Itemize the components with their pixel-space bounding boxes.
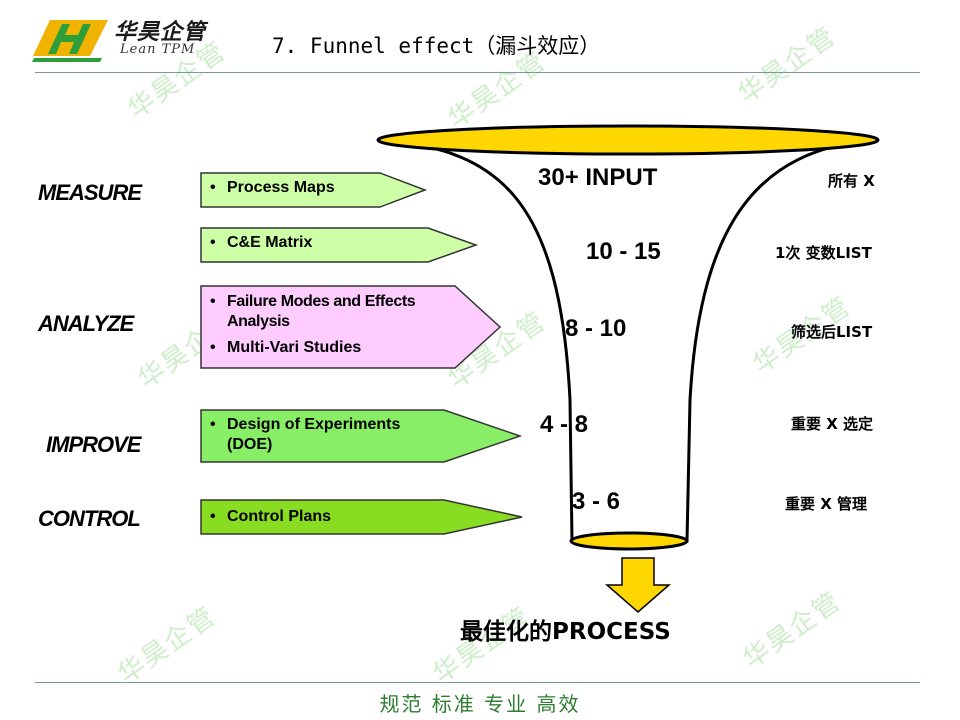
output-process-label: 最佳化的PROCESS [460,619,671,645]
label-filtered: 筛选后LIST [791,323,873,341]
tool-label: Process Maps [200,178,400,198]
label-managed: 重要 X 管理 [785,495,868,513]
phase-analyze: ANALYZE [38,311,134,336]
count-stage4: 4 - 8 [540,411,589,438]
tool-doe: Design of Experiments (DOE) [200,409,524,463]
logo-english-text: Lean TPM [120,42,196,57]
tool-label: Design of Experiments (DOE) [200,415,440,455]
phase-measure: MEASURE [38,180,142,205]
logo-chinese-text: 华昊企管 [114,20,207,45]
funnel-bottom-rim [569,531,689,551]
tool-label-fmea: Failure Modes and Effects Analysis [200,292,470,332]
count-stage3: 8 - 10 [565,315,627,342]
label-list1: 1次 变数LIST [775,244,872,262]
bottom-divider [35,682,920,683]
page-title: 7. Funnel effect（漏斗效应） [272,34,601,58]
funnel-top-rim [376,124,880,156]
logo: 华昊企管 Lean TPM [30,14,230,62]
label-selected: 重要 X 选定 [791,415,874,433]
logo-mark-icon [32,20,108,62]
top-divider [35,72,920,73]
phase-control: CONTROL [38,506,141,531]
tool-process-maps: Process Maps [200,172,430,208]
tool-control-plans: Control Plans [200,499,526,535]
tool-label: C&E Matrix [200,233,440,253]
tool-label: Control Plans [200,507,440,527]
output-down-arrow-icon [604,557,672,613]
label-all-x: 所有 X [828,172,875,190]
tool-ce-matrix: C&E Matrix [200,227,480,263]
tool-label-multi-vari: Multi-Vari Studies [200,338,470,358]
count-stage5: 3 - 6 [572,488,621,515]
footer-slogan: 规范 标准 专业 高效 [379,692,581,716]
count-input: 30+ INPUT [538,164,658,191]
count-stage2: 10 - 15 [586,238,661,265]
tool-analyze-group: Failure Modes and Effects Analysis Multi… [200,285,504,369]
phase-improve: IMPROVE [46,432,141,457]
